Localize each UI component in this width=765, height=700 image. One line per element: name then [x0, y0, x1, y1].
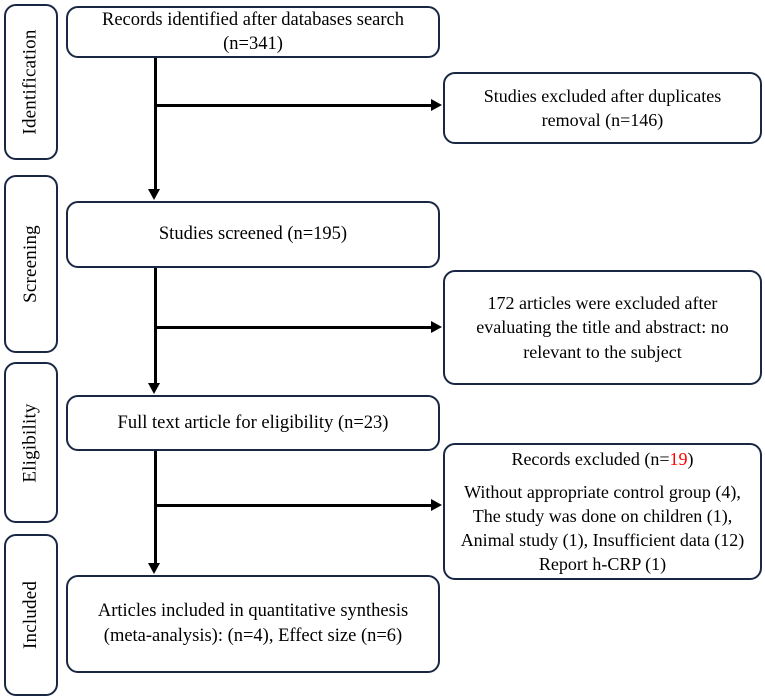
box-duplicates-removed-lines: Studies excluded after duplicates remova… [484, 84, 721, 132]
box-title-abstract-excluded: 172 articles were excluded after evaluat… [443, 270, 762, 385]
box-fulltext-excluded-reason1: Without appropriate control group (4), [464, 481, 741, 502]
box-duplicates-removed: Studies excluded after duplicates remova… [443, 72, 762, 144]
box-studies-screened-text: Studies screened (n=195) [158, 224, 348, 245]
box-title-abstract-excluded-line1: 172 articles were excluded after [487, 293, 718, 314]
stage-label-identification-text: Identification [20, 29, 41, 135]
box-records-identified-text: Records identified after databases searc… [101, 9, 405, 54]
box-fulltext-excluded-reason4: Report h-CRP (1) [538, 554, 667, 575]
stage-label-identification: Identification [4, 4, 58, 160]
stage-label-screening: Screening [4, 175, 58, 353]
box-duplicates-removed-line2: removal (n=146) [541, 110, 664, 130]
box-fulltext-excluded-reason3: Animal study (1), Insufficient data (12) [460, 530, 745, 551]
connector-hline-to-fulltext-excluded [154, 504, 432, 507]
arrowhead-eligibility-to-included [148, 563, 160, 574]
arrowhead-to-title-abstract-excluded [431, 321, 442, 333]
arrowhead-to-fulltext-excluded [431, 499, 442, 511]
arrowhead-identification-to-screening [148, 189, 160, 200]
stage-label-included: Included [4, 534, 58, 696]
box-articles-included-line1: Articles included in quantitative synthe… [97, 601, 409, 622]
box-fulltext-excluded-header: Records excluded (n=19) [461, 447, 745, 471]
box-fulltext-excluded-header-suffix: ) [687, 448, 694, 469]
stage-label-eligibility: Eligibility [4, 362, 58, 523]
box-records-identified: Records identified after databases searc… [66, 6, 440, 58]
connector-vline-identification-to-screening [154, 58, 157, 190]
box-duplicates-removed-line1: Studies excluded after duplicates [483, 85, 722, 106]
box-articles-included: Articles included in quantitative synthe… [66, 575, 440, 673]
box-fulltext-excluded-count: 19 [669, 448, 688, 469]
box-title-abstract-excluded-lines: 172 articles were excluded after evaluat… [476, 291, 728, 363]
box-fulltext-excluded: Records excluded (n=19) Without appropri… [443, 443, 762, 580]
stage-label-screening-text: Screening [20, 225, 41, 303]
connector-hline-to-duplicates-removed [154, 104, 432, 107]
connector-hline-to-title-abstract-excluded [154, 326, 432, 329]
box-title-abstract-excluded-line2: evaluating the title and abstract: no [476, 317, 729, 338]
box-articles-included-line2: (meta-analysis): (n=4), Effect size (n=6… [103, 626, 403, 646]
stage-label-eligibility-text: Eligibility [20, 402, 42, 483]
stage-label-included-text: Included [20, 580, 42, 650]
arrowhead-to-duplicates-removed [431, 99, 442, 111]
box-fulltext-excluded-header-prefix: Records excluded (n= [511, 448, 670, 469]
connector-vline-eligibility-to-included [154, 451, 157, 564]
box-articles-included-lines: Articles included in quantitative synthe… [98, 599, 408, 649]
box-fulltext-excluded-reason2: The study was done on children (1), [472, 505, 733, 526]
box-studies-screened: Studies screened (n=195) [66, 201, 440, 268]
arrowhead-screening-to-eligibility [148, 383, 160, 394]
box-full-text-eligibility-text: Full text article for eligibility (n=23) [117, 412, 389, 433]
box-fulltext-excluded-lines: Records excluded (n=19) Without appropri… [461, 447, 745, 577]
box-full-text-eligibility: Full text article for eligibility (n=23) [66, 395, 440, 451]
box-title-abstract-excluded-line3: relevant to the subject [523, 341, 682, 362]
